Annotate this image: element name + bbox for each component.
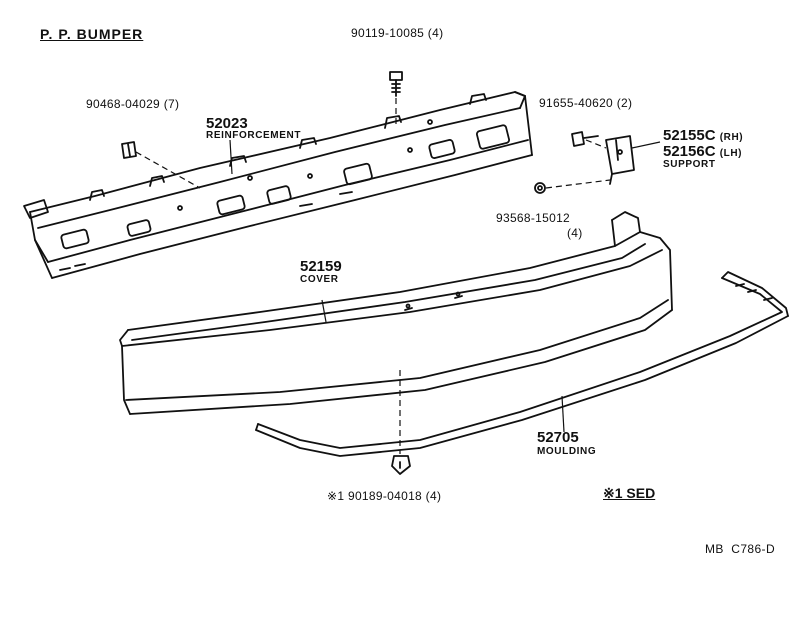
cover-number: 52159 — [300, 258, 342, 275]
support-bolt — [571, 131, 599, 147]
clip-left-number: 90468-04029 — [86, 97, 161, 111]
bottom-fastener — [391, 455, 411, 475]
bottom-fastener-label: ※1 90189-04018 (4) — [327, 490, 441, 502]
support-bolt-label: 91655-40620 (2) — [539, 97, 632, 109]
moulding-name: MOULDING — [537, 446, 597, 457]
reinforcement-part — [23, 91, 533, 279]
moulding-part — [255, 271, 789, 457]
support-name: SUPPORT — [663, 159, 716, 170]
support-bolt-qty: (2) — [616, 96, 633, 110]
support-bolt-number: 91655-40620 — [539, 96, 614, 110]
cover-part — [119, 211, 673, 415]
leader-lines — [135, 98, 611, 454]
support-lh-label: 52156C (LH) — [663, 144, 742, 159]
support-rh-number: 52155C — [663, 127, 716, 144]
nut-fastener — [534, 182, 546, 194]
bottom-fastener-qty: (4) — [425, 489, 442, 503]
diagram-title: P. P. BUMPER — [40, 26, 144, 42]
support-lh-side: (LH) — [719, 148, 743, 159]
bottom-fastener-number: 90189-04018 — [347, 489, 423, 503]
bolt-top-label: 90119-10085 (4) — [351, 27, 443, 39]
cover-name: COVER — [300, 274, 339, 285]
support-rh-side: (RH) — [719, 132, 744, 143]
bolt-top-qty: (4) — [427, 26, 444, 40]
support-lh-number: 52156C — [663, 143, 716, 160]
support-bracket — [605, 135, 635, 185]
pointer-lines — [229, 139, 661, 433]
reinforcement-name: REINFORCEMENT — [206, 130, 302, 141]
applicability-note: ※1 SED — [603, 485, 656, 501]
bottom-fastener-prefix: ※1 — [327, 489, 345, 503]
support-rh-label: 52155C (RH) — [663, 128, 743, 143]
bolt-top-number: 90119-10085 — [351, 26, 425, 40]
clip-left-label: 90468-04029 (7) — [86, 98, 179, 110]
reinforcement-number: 52023 — [206, 115, 248, 132]
drawing-code: MB C786-D — [705, 542, 776, 556]
clip-left — [121, 141, 137, 159]
nut-number: 93568-15012 — [496, 211, 571, 225]
moulding-number: 52705 — [537, 429, 579, 446]
bolt-top — [389, 71, 403, 97]
clip-left-qty: (7) — [163, 97, 180, 111]
nut-qty: (4) — [567, 226, 583, 240]
